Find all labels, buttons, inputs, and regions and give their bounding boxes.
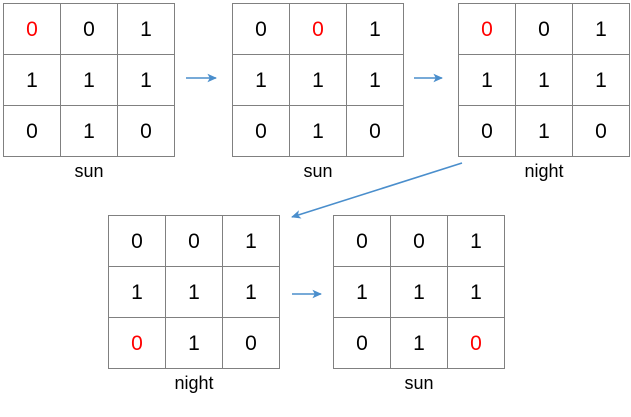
table-row: 1 1 1 bbox=[333, 266, 505, 318]
cell-r0c0: 0 bbox=[108, 215, 166, 267]
cell-r2c1: 1 bbox=[165, 317, 223, 369]
cell-r2c2-highlighted: 0 bbox=[447, 317, 505, 369]
matrix-grid-1: 0 0 1 1 1 1 0 1 0 bbox=[3, 3, 175, 157]
cell-r0c2: 1 bbox=[117, 3, 175, 55]
grid-label-5: sun bbox=[404, 373, 434, 393]
table-row: 0 0 1 bbox=[108, 215, 280, 267]
grid-unit-3: 0 0 1 1 1 1 0 1 0 night bbox=[458, 3, 630, 182]
cell-r1c2: 1 bbox=[222, 266, 280, 318]
cell-r1c0: 1 bbox=[458, 54, 516, 106]
table-row: 1 1 1 bbox=[108, 266, 280, 318]
cell-r1c0: 1 bbox=[108, 266, 166, 318]
cell-r1c1: 1 bbox=[165, 266, 223, 318]
cell-r2c1: 1 bbox=[289, 105, 347, 157]
table-row: 1 1 1 bbox=[458, 54, 630, 106]
cell-r2c2: 0 bbox=[346, 105, 404, 157]
cell-r1c2: 1 bbox=[117, 54, 175, 106]
cell-r2c0: 0 bbox=[232, 105, 290, 157]
cell-r2c2: 0 bbox=[222, 317, 280, 369]
cell-r1c2: 1 bbox=[447, 266, 505, 318]
grid-unit-5: 0 0 1 1 1 1 0 1 0 sun bbox=[333, 215, 505, 394]
cell-r0c0: 0 bbox=[232, 3, 290, 55]
cell-r0c1: 0 bbox=[390, 215, 448, 267]
cell-r0c2: 1 bbox=[222, 215, 280, 267]
cell-r0c0: 0 bbox=[333, 215, 391, 267]
matrix-grid-5: 0 0 1 1 1 1 0 1 0 bbox=[333, 215, 505, 369]
cell-r0c2: 1 bbox=[346, 3, 404, 55]
grid-label-2: sun bbox=[303, 161, 333, 181]
cell-r0c0-highlighted: 0 bbox=[458, 3, 516, 55]
table-row: 0 0 1 bbox=[232, 3, 404, 55]
grid-unit-2: 0 0 1 1 1 1 0 1 0 sun bbox=[232, 3, 404, 182]
cell-r2c0: 0 bbox=[3, 105, 61, 157]
grid-label-1: sun bbox=[74, 161, 104, 181]
matrix-grid-3: 0 0 1 1 1 1 0 1 0 bbox=[458, 3, 630, 157]
cell-r1c0: 1 bbox=[232, 54, 290, 106]
cell-r0c1: 0 bbox=[515, 3, 573, 55]
cell-r1c1: 1 bbox=[515, 54, 573, 106]
cell-r0c1-highlighted: 0 bbox=[289, 3, 347, 55]
cell-r2c1: 1 bbox=[390, 317, 448, 369]
cell-r2c0: 0 bbox=[333, 317, 391, 369]
cell-r1c1: 1 bbox=[289, 54, 347, 106]
grid-label-3: night bbox=[524, 161, 564, 181]
cell-r2c0: 0 bbox=[458, 105, 516, 157]
cell-r1c2: 1 bbox=[346, 54, 404, 106]
table-row: 1 1 1 bbox=[232, 54, 404, 106]
matrix-grid-4: 0 0 1 1 1 1 0 1 0 bbox=[108, 215, 280, 369]
grid-unit-4: 0 0 1 1 1 1 0 1 0 night bbox=[108, 215, 280, 394]
cell-r0c0-highlighted: 0 bbox=[3, 3, 61, 55]
cell-r1c0: 1 bbox=[3, 54, 61, 106]
cell-r2c2: 0 bbox=[117, 105, 175, 157]
cell-r0c2: 1 bbox=[572, 3, 630, 55]
grid-unit-1: 0 0 1 1 1 1 0 1 0 sun bbox=[3, 3, 175, 182]
table-row: 1 1 1 bbox=[3, 54, 175, 106]
table-row: 0 1 0 bbox=[232, 105, 404, 157]
matrix-grid-2: 0 0 1 1 1 1 0 1 0 bbox=[232, 3, 404, 157]
cell-r0c1: 0 bbox=[165, 215, 223, 267]
cell-r2c0-highlighted: 0 bbox=[108, 317, 166, 369]
cell-r1c0: 1 bbox=[333, 266, 391, 318]
table-row: 0 1 0 bbox=[458, 105, 630, 157]
cell-r2c1: 1 bbox=[515, 105, 573, 157]
cell-r2c2: 0 bbox=[572, 105, 630, 157]
table-row: 0 1 0 bbox=[3, 105, 175, 157]
grid-label-4: night bbox=[174, 373, 214, 393]
cell-r1c1: 1 bbox=[60, 54, 118, 106]
table-row: 0 0 1 bbox=[458, 3, 630, 55]
cell-r0c1: 0 bbox=[60, 3, 118, 55]
cell-r1c1: 1 bbox=[390, 266, 448, 318]
table-row: 0 1 0 bbox=[333, 317, 505, 369]
cell-r2c1: 1 bbox=[60, 105, 118, 157]
cell-r0c2: 1 bbox=[447, 215, 505, 267]
cell-r1c2: 1 bbox=[572, 54, 630, 106]
table-row: 0 0 1 bbox=[3, 3, 175, 55]
table-row: 0 1 0 bbox=[108, 317, 280, 369]
table-row: 0 0 1 bbox=[333, 215, 505, 267]
